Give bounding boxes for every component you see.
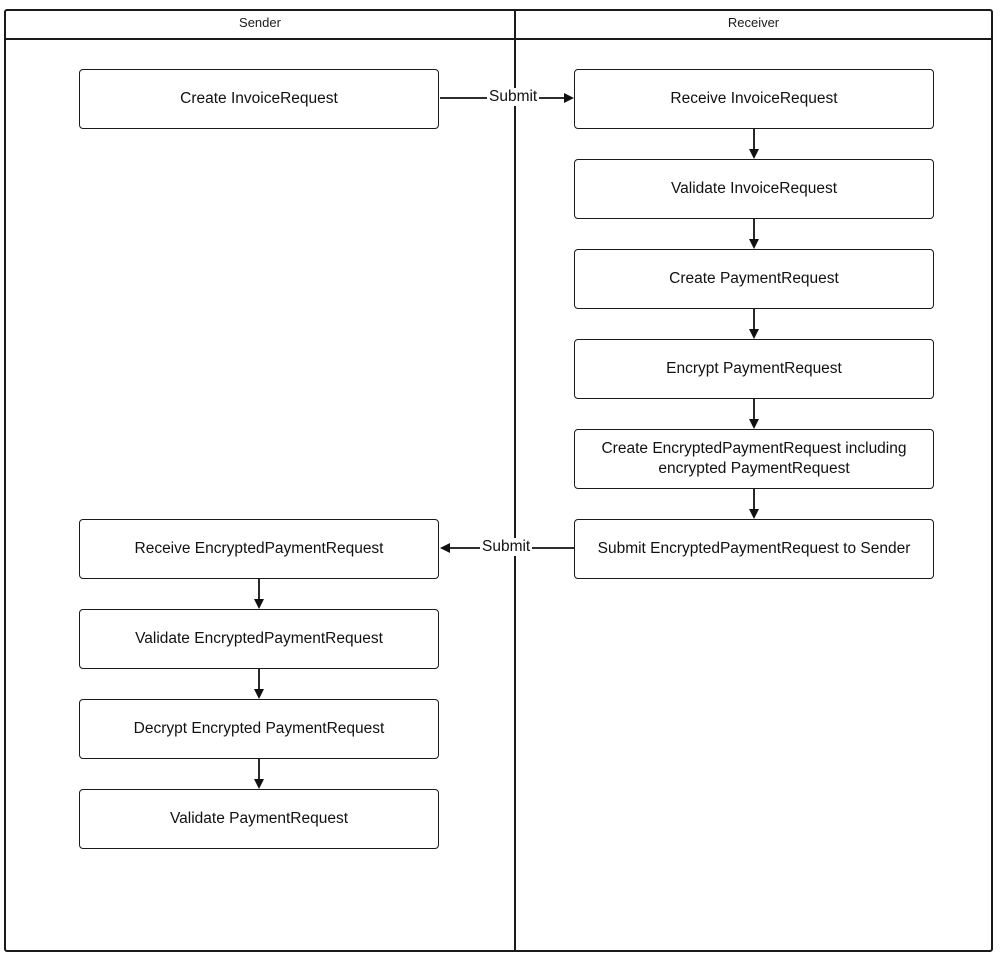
- create-encrypted-payment-request-step: Create EncryptedPaymentRequest including…: [574, 429, 934, 489]
- submit-encrypted-payment-request-step: Submit EncryptedPaymentRequest to Sender: [574, 519, 934, 579]
- validate-encrypted-payment-request-step: Validate EncryptedPaymentRequest: [79, 609, 439, 669]
- payment-submit-label: Submit: [480, 538, 533, 556]
- diagram-frame: [4, 9, 993, 952]
- create-invoice-request-step: Create InvoiceRequest: [79, 69, 439, 129]
- decrypt-encrypted-payment-request-step: Decrypt Encrypted PaymentRequest: [79, 699, 439, 759]
- validate-invoice-request-step: Validate InvoiceRequest: [574, 159, 934, 219]
- receive-encrypted-payment-request-step: Receive EncryptedPaymentRequest: [79, 519, 439, 579]
- receive-invoice-request-step: Receive InvoiceRequest: [574, 69, 934, 129]
- lane-header-divider: [4, 38, 993, 40]
- receiver-lane-title: Receiver: [727, 15, 780, 30]
- encrypt-payment-request-step: Encrypt PaymentRequest: [574, 339, 934, 399]
- validate-payment-request-step: Validate PaymentRequest: [79, 789, 439, 849]
- sender-lane-title: Sender: [239, 15, 281, 30]
- lane-divider: [514, 9, 516, 952]
- create-payment-request-step: Create PaymentRequest: [574, 249, 934, 309]
- invoice-submit-label: Submit: [487, 88, 540, 106]
